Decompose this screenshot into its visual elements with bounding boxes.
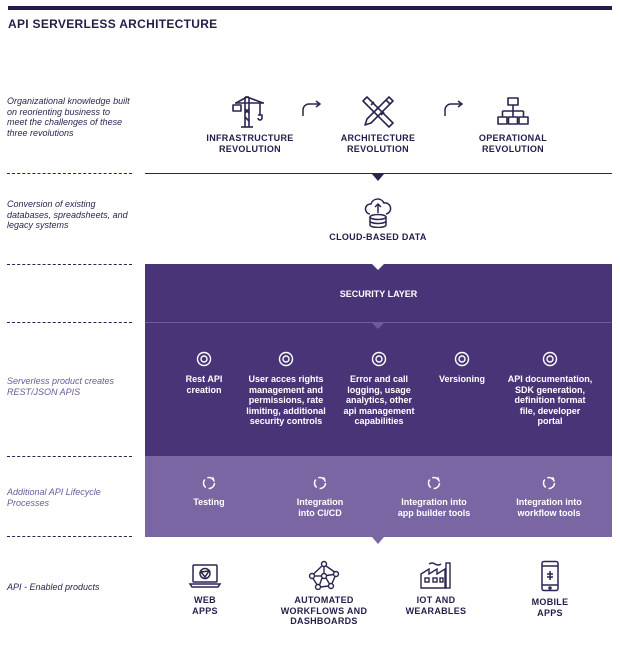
lifecycle-note: Additional API Lifecycle Processes <box>7 487 101 508</box>
divider <box>7 322 132 323</box>
security-panel <box>145 264 612 456</box>
top-rule <box>8 6 612 10</box>
feature-versioning: Versioning <box>428 351 496 385</box>
divider <box>7 456 132 457</box>
laptop-icon <box>188 564 222 588</box>
smartphone-icon <box>541 560 559 592</box>
factory-icon <box>420 562 451 589</box>
refresh-icon <box>313 476 327 490</box>
refresh-icon <box>542 476 556 490</box>
page-title: API SERVERLESS ARCHITECTURE <box>8 17 218 31</box>
network-icon <box>308 560 340 590</box>
lifecycle-testing: Testing <box>176 475 242 508</box>
divider <box>7 536 132 537</box>
panel-divider <box>145 322 612 323</box>
divider <box>7 264 132 265</box>
down-caret <box>372 264 384 270</box>
cloud-data: CLOUD-BASED DATA <box>318 196 438 243</box>
security-layer-label: SECURITY LAYER <box>339 289 418 299</box>
down-caret <box>372 323 384 329</box>
conversion-note: Conversion of existing databases, spread… <box>7 199 128 230</box>
refresh-icon <box>427 476 441 490</box>
arrow-icon <box>302 100 322 116</box>
target-icon <box>278 351 294 367</box>
cloud-database-icon <box>364 198 392 228</box>
down-caret <box>372 174 384 181</box>
org-chart-icon <box>497 97 529 125</box>
arrow-icon <box>444 100 464 116</box>
feature-label: API documentation,SDK generation,definit… <box>507 374 593 426</box>
divider <box>7 173 132 174</box>
target-icon <box>454 351 470 367</box>
crane-icon <box>232 96 264 128</box>
feature-documentation: API documentation,SDK generation,definit… <box>500 351 600 427</box>
lifecycle-panel <box>145 456 612 537</box>
cloud-label: CLOUD-BASED DATA <box>329 232 427 242</box>
feature-label: Versioning <box>438 374 485 384</box>
lifecycle-label: Testing <box>193 497 225 507</box>
divider <box>145 173 612 174</box>
enabled-note: API - Enabled products <box>7 582 100 592</box>
ruler-pencil-icon <box>362 96 394 128</box>
serverless-note: Serverless product creates REST/JSON API… <box>7 376 115 397</box>
target-icon <box>196 351 212 367</box>
refresh-icon <box>202 476 216 490</box>
target-icon <box>371 351 387 367</box>
revolutions-note: Organizational knowledge built on reorie… <box>7 96 130 138</box>
down-caret <box>372 537 384 544</box>
target-icon <box>542 351 558 367</box>
